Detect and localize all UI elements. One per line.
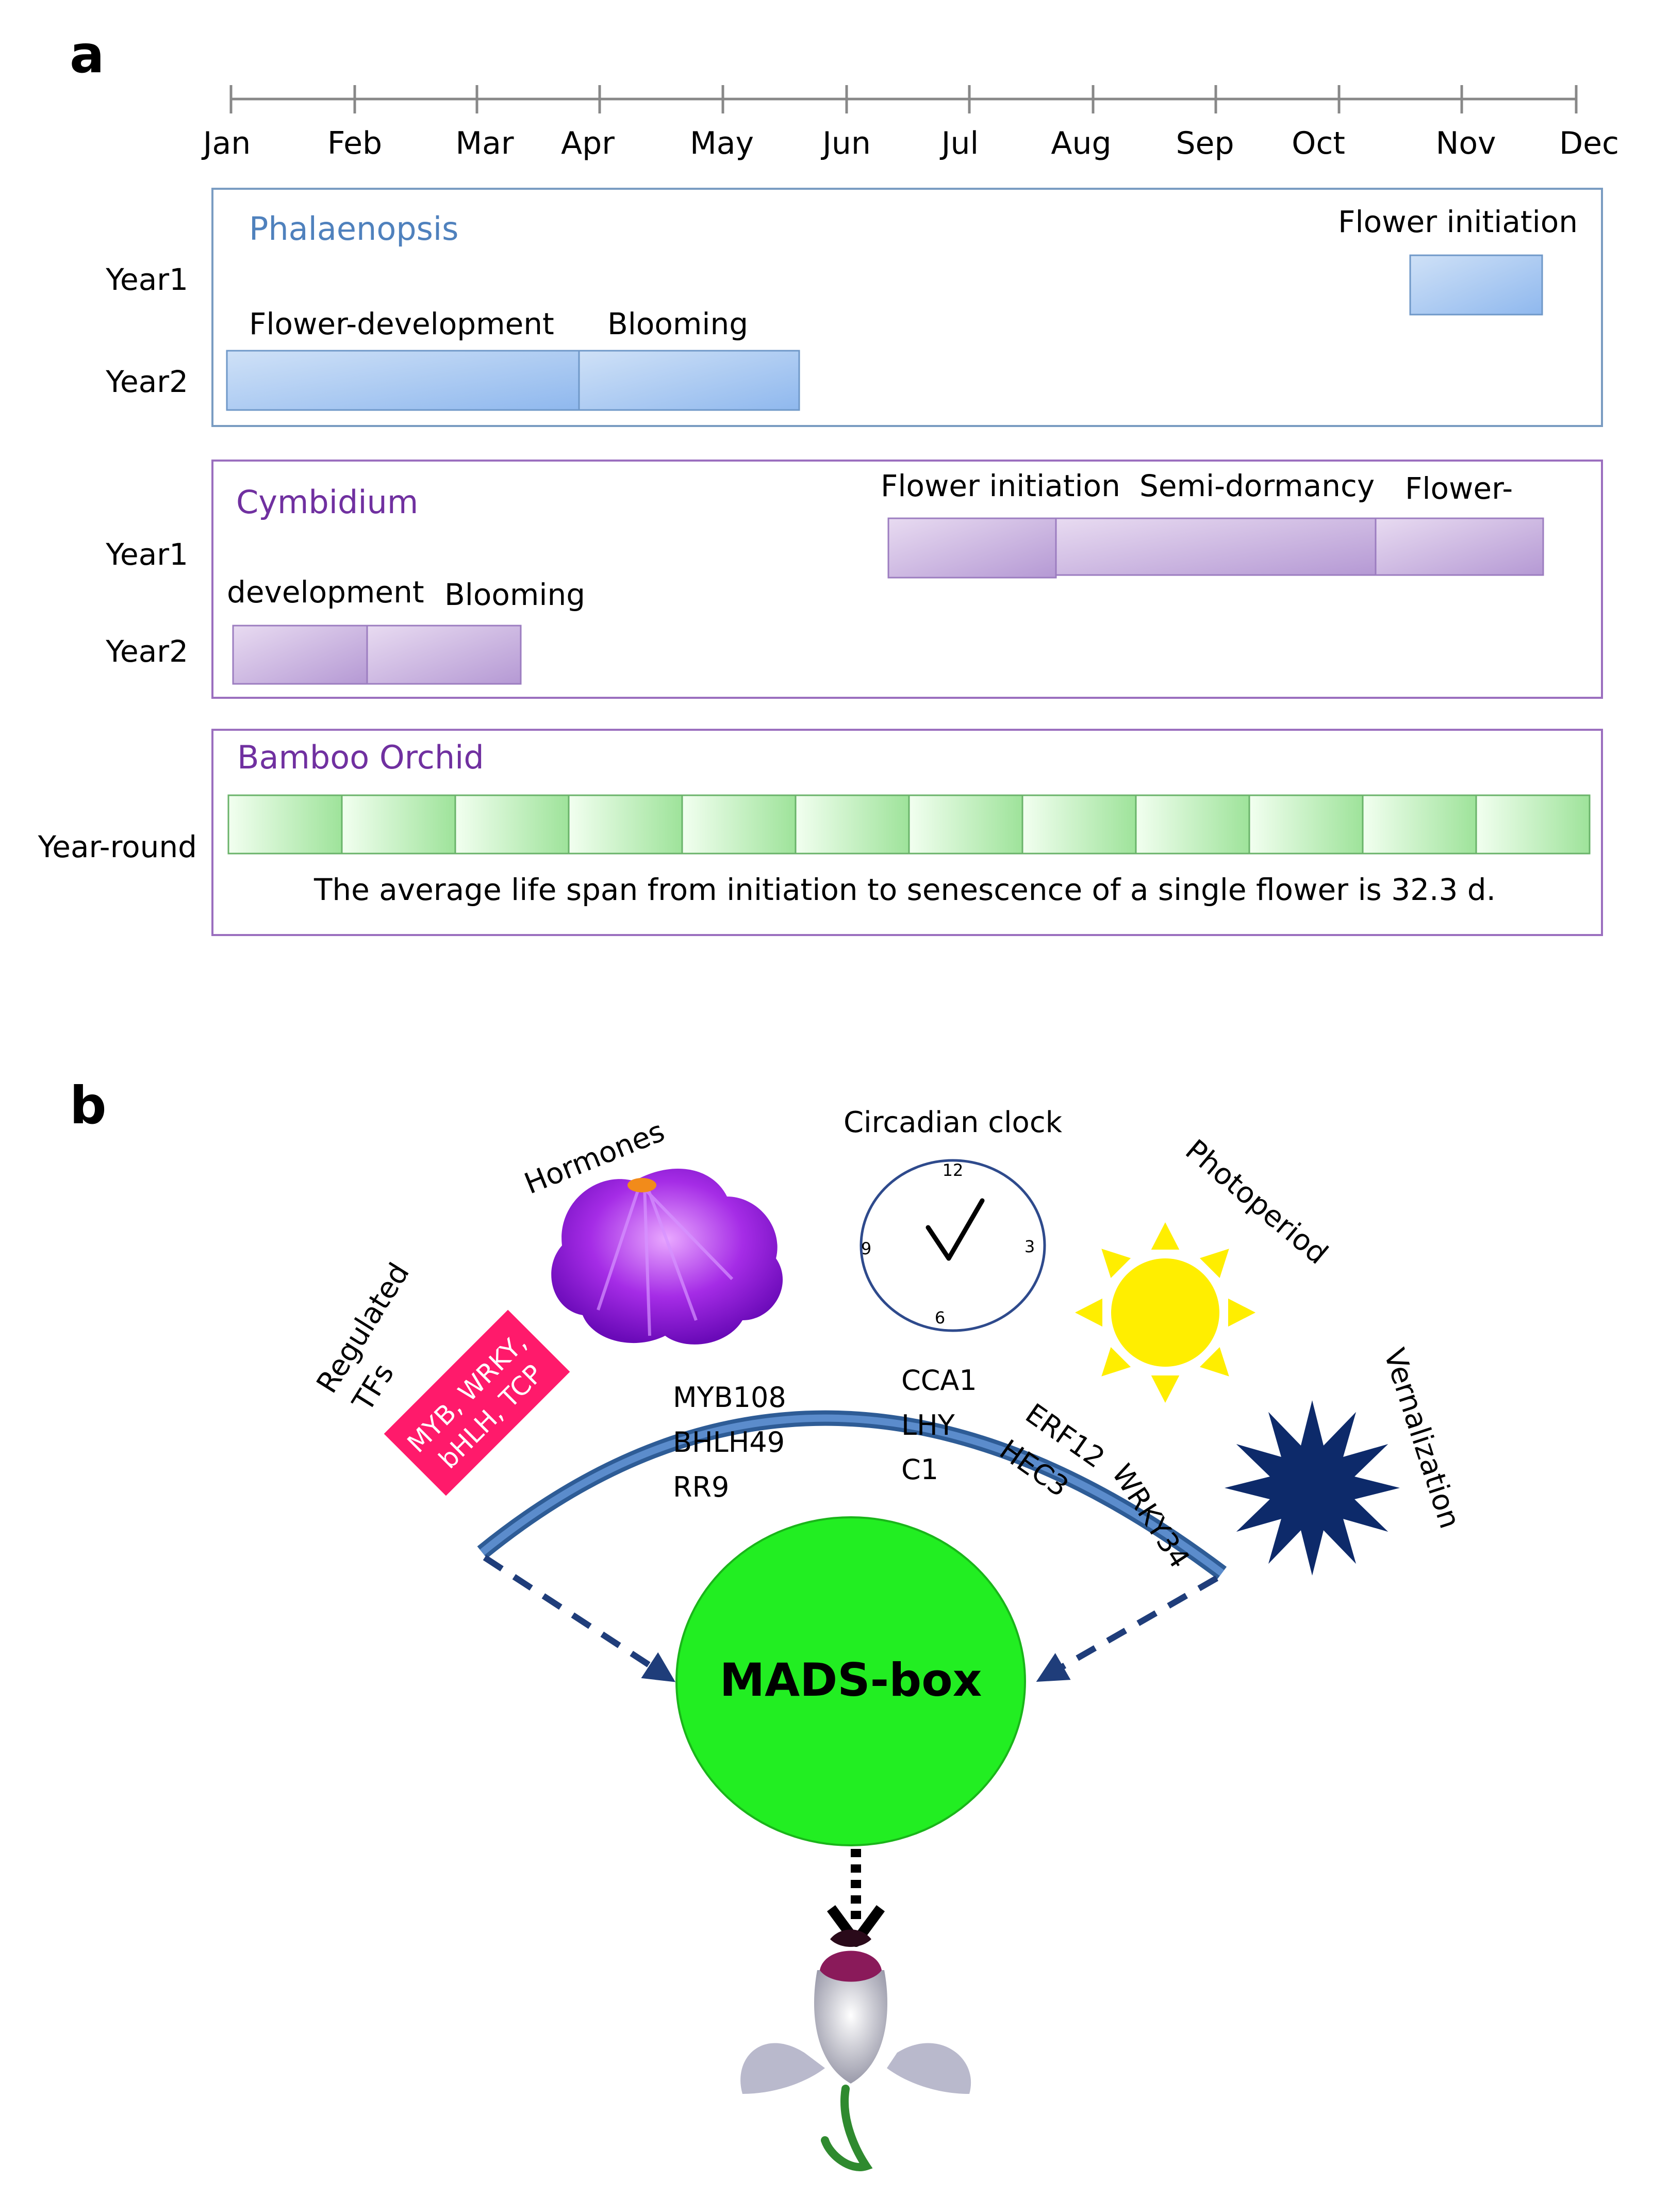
cymbidium-initiation-bar (887, 517, 1057, 579)
phalaenopsis-development-bar (226, 350, 580, 411)
gene-cca1: CCA1 (901, 1364, 977, 1397)
bamboo-yearround-label: Year-round (38, 829, 197, 864)
phalaenopsis-blooming-bar (578, 350, 800, 411)
sun-ray (1101, 1249, 1131, 1279)
sun-ray (1101, 1347, 1131, 1377)
month-label: May (690, 125, 754, 161)
cymbidium-flower-label: Flower- (1405, 471, 1513, 506)
phalaenopsis-blooming-label: Blooming (607, 306, 748, 341)
sun-ray (1151, 1222, 1180, 1250)
clock-hands (926, 1198, 985, 1261)
month-label: Oct (1292, 125, 1345, 161)
bamboo-section: Bamboo Orchid Year-round The average lif… (38, 729, 1603, 936)
arrow-left-to-mads (483, 1554, 676, 1682)
tf-family-box: MYB, WRKY, bHLH, TCP (384, 1309, 570, 1496)
month-label: Nov (1435, 125, 1496, 161)
cymbidium-flower-bar (1375, 517, 1544, 576)
gene-c1: C1 (901, 1453, 938, 1486)
vernalization-label: Vernalization (1377, 1345, 1467, 1533)
gene-bhlh49: BHLH49 (673, 1426, 785, 1459)
gene-rr9: RR9 (673, 1471, 729, 1503)
clock-icon: 12 3 6 9 (860, 1159, 1046, 1332)
vernalization-star-icon (1225, 1400, 1400, 1576)
bamboo-month-bar (681, 794, 797, 855)
mads-box-label: MADS-box (720, 1653, 982, 1707)
month-label: Apr (561, 125, 615, 161)
cymbidium-dormancy-label: Semi-dormancy (1139, 468, 1375, 503)
clock-number-6: 6 (935, 1308, 945, 1328)
bamboo-month-bar (341, 794, 456, 855)
bamboo-month-bar (1362, 794, 1477, 855)
gene-lhy: LHY (901, 1409, 955, 1441)
gene-myb108: MYB108 (673, 1381, 786, 1414)
sun-ray (1151, 1375, 1180, 1403)
clock-number-3: 3 (1024, 1237, 1035, 1256)
circadian-label: Circadian clock (844, 1106, 1063, 1139)
bamboo-month-bar (1248, 794, 1364, 855)
phalaenopsis-section: Phalaenopsis Year1 Year2 Flower initiati… (105, 188, 1603, 427)
month-label: Sep (1176, 125, 1234, 161)
gene-wrky34: WRKY34 (1105, 1459, 1196, 1574)
clock-number-9: 9 (861, 1239, 871, 1258)
month-axis: Jan Feb Mar Apr May Jun Jul Aug Sep Oct Nov Dec (201, 85, 1619, 161)
phalaenopsis-title: Phalaenopsis (249, 210, 458, 248)
cymbidium-blooming-label: Blooming (444, 577, 585, 612)
cymbidium-year1-label: Year1 (105, 537, 188, 572)
panel-a-label: a (70, 24, 104, 85)
cymbidium-year2-label: Year2 (105, 634, 188, 669)
phalaenopsis-year1-label: Year1 (105, 262, 188, 297)
orchid-flower-image (740, 1929, 971, 2171)
cymbidium-blooming-bar (366, 625, 522, 685)
sun-icon (1075, 1222, 1255, 1403)
bamboo-month-bar (454, 794, 570, 855)
mads-box-node (675, 1516, 1026, 1846)
sun-ray (1199, 1249, 1229, 1279)
bamboo-month-bar (1021, 794, 1137, 855)
cymbidium-title: Cymbidium (236, 483, 418, 521)
month-label: Mar (455, 125, 514, 161)
arrow-right-to-mads (1036, 1575, 1218, 1682)
sun-ray (1199, 1347, 1229, 1377)
phalaenopsis-development-label: Flower-development (249, 306, 554, 341)
phalaenopsis-year2-label: Year2 (105, 364, 188, 399)
bamboo-month-bar (1475, 794, 1591, 855)
month-label: Jul (939, 125, 979, 161)
bamboo-month-bar (908, 794, 1023, 855)
bamboo-month-bar (227, 794, 343, 855)
cymbidium-section: Cymbidium Year1 Year2 Flower initiation … (105, 460, 1603, 699)
month-label: Aug (1051, 125, 1111, 161)
phalaenopsis-initiation-label: Flower initiation (1338, 204, 1578, 239)
cymbidium-development-bar (232, 625, 368, 685)
bamboo-month-bar (1135, 794, 1250, 855)
bamboo-month-bar (568, 794, 683, 855)
month-label: Jun (820, 125, 871, 161)
month-label: Jan (201, 125, 251, 161)
phalaenopsis-initiation-bar (1409, 254, 1543, 316)
month-label: Feb (327, 125, 382, 161)
month-label: Dec (1559, 125, 1619, 161)
cymbidium-development-label: development (227, 575, 424, 610)
cymbidium-initiation-label: Flower initiation (881, 468, 1120, 503)
clock-number-12: 12 (943, 1160, 964, 1180)
photoperiod-label: Photoperiod (1179, 1133, 1334, 1271)
cymbidium-dormancy-bar (1055, 517, 1377, 576)
sun-ray (1075, 1298, 1103, 1327)
bamboo-note: The average life span from initiation to… (313, 872, 1496, 907)
hormone-petal-image (551, 1169, 783, 1345)
bamboo-month-bar (795, 794, 910, 855)
bamboo-title: Bamboo Orchid (237, 739, 484, 776)
sun-ray (1228, 1298, 1255, 1327)
panel-b-label: b (70, 1075, 107, 1136)
